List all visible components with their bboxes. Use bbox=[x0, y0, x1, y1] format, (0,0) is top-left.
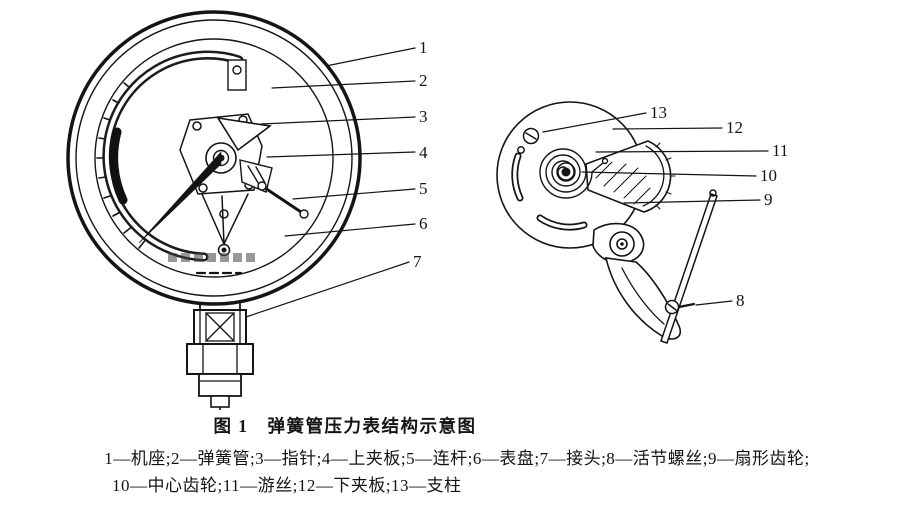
thread-base bbox=[198, 373, 242, 410]
callout-8: 8 bbox=[736, 291, 745, 310]
callout-5: 5 bbox=[419, 179, 428, 198]
leader-line-8 bbox=[695, 300, 733, 306]
leader-line-1 bbox=[325, 47, 416, 67]
pull-rod bbox=[660, 189, 718, 344]
callout-numbers-right: 13 12 11 10 9 8 bbox=[650, 103, 788, 310]
hairspring-spiral bbox=[539, 148, 609, 199]
leader-line-13 bbox=[542, 112, 647, 133]
callout-numbers-left: 1 2 3 4 5 6 7 bbox=[413, 38, 428, 271]
callout-7: 7 bbox=[413, 252, 422, 271]
leader-line-5 bbox=[292, 188, 416, 200]
gauge-dial-ring bbox=[94, 38, 334, 278]
lower-bracket bbox=[201, 193, 249, 257]
leader-line-6 bbox=[284, 223, 416, 237]
plate-arc-slots bbox=[511, 152, 588, 231]
clevis-fork bbox=[604, 257, 681, 340]
callout-2: 2 bbox=[419, 71, 428, 90]
leader-line-4 bbox=[266, 151, 416, 158]
leader-line-12 bbox=[612, 127, 723, 130]
leader-line-10 bbox=[581, 171, 757, 177]
pointer-needle bbox=[138, 116, 273, 244]
callout-9: 9 bbox=[764, 190, 773, 209]
leader-line-2 bbox=[271, 80, 416, 89]
figure-legend-line2: 10—中心齿轮;11—游丝;12—下夹板;13—支柱 bbox=[112, 476, 462, 495]
callout-3: 3 bbox=[419, 107, 428, 126]
sector-gear-teeth bbox=[655, 142, 676, 210]
callout-1: 1 bbox=[419, 38, 428, 57]
tube-anchor-block bbox=[227, 59, 247, 91]
callout-11: 11 bbox=[772, 141, 788, 160]
gauge-outer-rim bbox=[66, 10, 362, 306]
figure-legend-line1: 1—机座;2—弹簧管;3—指针;4—上夹板;5—连杆;6—表盘;7—接头;8—活… bbox=[104, 449, 810, 468]
leader-lines-right bbox=[542, 112, 769, 306]
link-rod bbox=[257, 181, 309, 219]
leader-line-7 bbox=[245, 261, 410, 318]
callout-12: 12 bbox=[726, 118, 743, 137]
bourdon-tube bbox=[102, 50, 244, 262]
callout-6: 6 bbox=[419, 214, 428, 233]
swivel-screw bbox=[664, 299, 696, 315]
callout-13: 13 bbox=[650, 103, 667, 122]
leader-lines-left bbox=[245, 47, 416, 318]
leader-line-11 bbox=[595, 150, 769, 153]
hex-fitting bbox=[186, 343, 254, 375]
pivot-hub bbox=[609, 231, 635, 257]
gauge-front-figure bbox=[66, 10, 416, 410]
sector-gear-hatching bbox=[595, 161, 651, 205]
support-pillar-screw bbox=[517, 127, 540, 154]
callout-4: 4 bbox=[419, 143, 428, 162]
dial-maker-marking bbox=[168, 253, 255, 262]
callout-10: 10 bbox=[760, 166, 777, 185]
figure-caption: 图 1 弹簧管压力表结构示意图 bbox=[213, 416, 477, 436]
pivot-arm bbox=[592, 222, 645, 264]
leader-line-9 bbox=[623, 199, 761, 204]
center-gear bbox=[556, 162, 576, 182]
movement-detail-figure bbox=[496, 101, 769, 344]
socket-stem bbox=[186, 302, 254, 410]
leader-line-3 bbox=[260, 116, 416, 125]
connector-joint bbox=[193, 309, 247, 345]
diagram-canvas: 1 2 3 4 5 6 7 bbox=[66, 10, 788, 410]
